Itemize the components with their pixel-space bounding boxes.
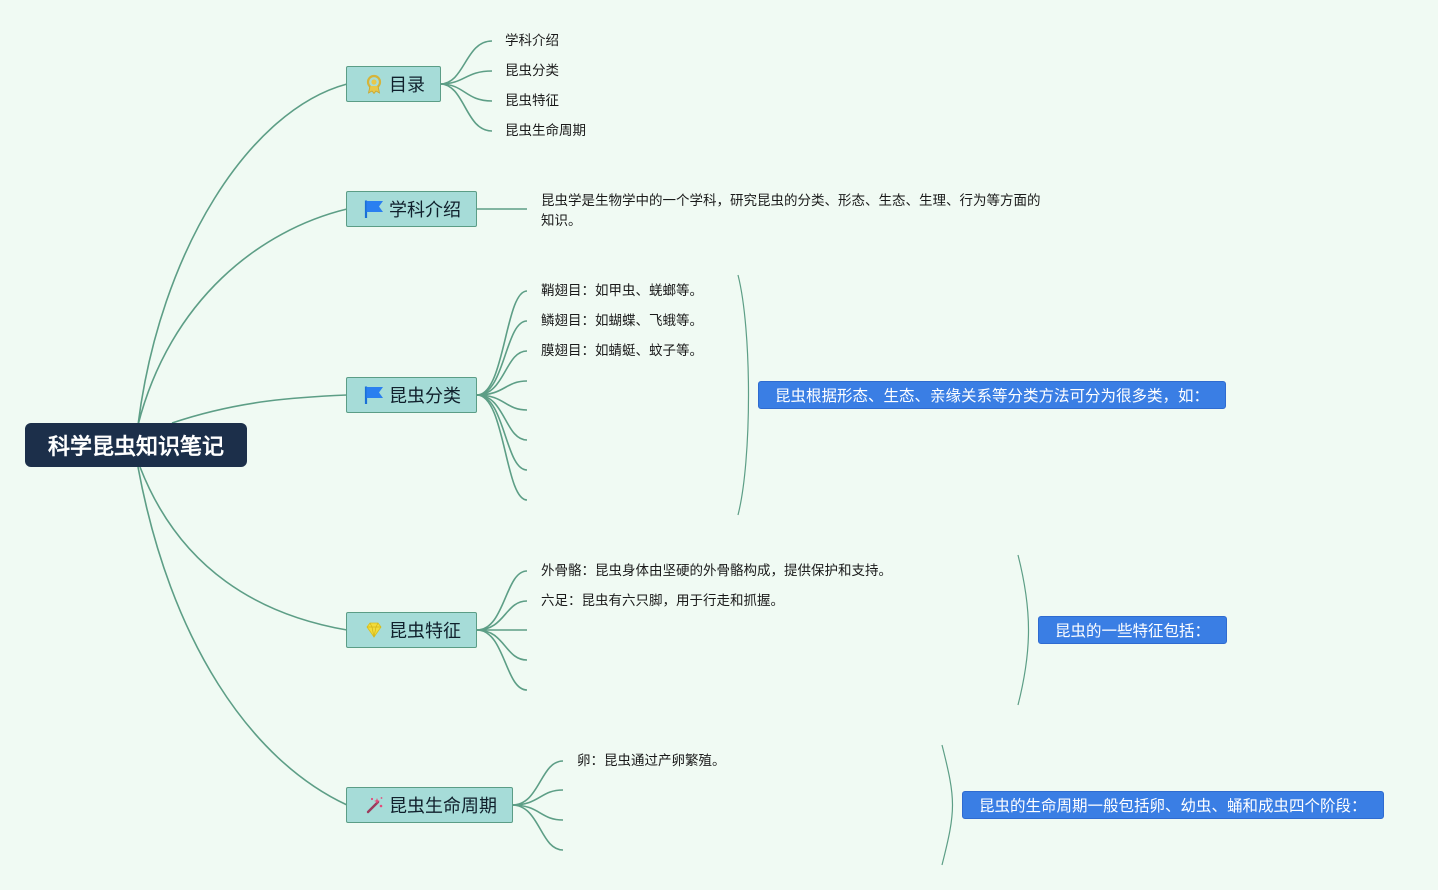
blue-flag-icon [363, 198, 385, 220]
branch-lifecycle-label: 昆虫生命周期 [389, 796, 497, 817]
branch-toc-label: 目录 [389, 75, 425, 96]
toc-item-intro[interactable]: 学科介绍 [505, 33, 559, 49]
root-topic-label: 科学昆虫知识笔记 [47, 435, 224, 460]
branch-toc[interactable]: 目录 [346, 66, 441, 102]
branch-intro-label: 学科介绍 [389, 200, 461, 221]
toc-item-features[interactable]: 昆虫特征 [505, 93, 559, 109]
lifecycle-summary[interactable]: 昆虫的生命周期一般包括卵、幼虫、蛹和成虫四个阶段： [962, 791, 1384, 819]
magic-wand-icon [363, 794, 385, 816]
classification-item-hymenoptera[interactable]: 膜翅目：如蜻蜓、蚊子等。 [541, 343, 703, 359]
lifecycle-item-egg[interactable]: 卵：昆虫通过产卵繁殖。 [577, 753, 726, 769]
classification-summary[interactable]: 昆虫根据形态、生态、亲缘关系等分类方法可分为很多类，如： [758, 381, 1227, 409]
blue-flag-icon [363, 384, 385, 406]
toc-item-classification[interactable]: 昆虫分类 [505, 63, 559, 79]
connector-root-classification [171, 394, 348, 424]
branch-classification[interactable]: 昆虫分类 [346, 377, 477, 413]
branch-features[interactable]: 昆虫特征 [346, 612, 477, 648]
features-summary[interactable]: 昆虫的一些特征包括： [1038, 616, 1228, 644]
connector-root-lifecycle [137, 466, 348, 806]
intro-description[interactable]: 昆虫学是生物学中的一个学科，研究昆虫的分类、形态、生态、生理、行为等方面的知识。 [541, 193, 1041, 229]
yellow-gem-icon [363, 619, 385, 641]
classification-item-lepidoptera[interactable]: 鳞翅目：如蝴蝶、飞蛾等。 [541, 313, 703, 329]
toc-item-lifecycle[interactable]: 昆虫生命周期 [505, 123, 586, 139]
root-topic[interactable]: 科学昆虫知识笔记 [25, 423, 247, 467]
award-ribbon-icon [363, 73, 385, 95]
branch-intro[interactable]: 学科介绍 [346, 191, 477, 227]
connector-root-intro [137, 208, 348, 426]
features-item-six-legs[interactable]: 六足：昆虫有六只脚，用于行走和抓握。 [541, 593, 784, 609]
classification-item-coleoptera[interactable]: 鞘翅目：如甲虫、蜣螂等。 [541, 283, 703, 299]
features-item-exoskeleton[interactable]: 外骨骼：昆虫身体由坚硬的外骨骼构成，提供保护和支持。 [541, 563, 892, 579]
branch-classification-label: 昆虫分类 [389, 386, 461, 407]
branch-features-label: 昆虫特征 [389, 621, 461, 642]
connector-root-toc [137, 83, 348, 426]
connector-root-features [139, 466, 348, 631]
branch-lifecycle[interactable]: 昆虫生命周期 [346, 787, 513, 823]
